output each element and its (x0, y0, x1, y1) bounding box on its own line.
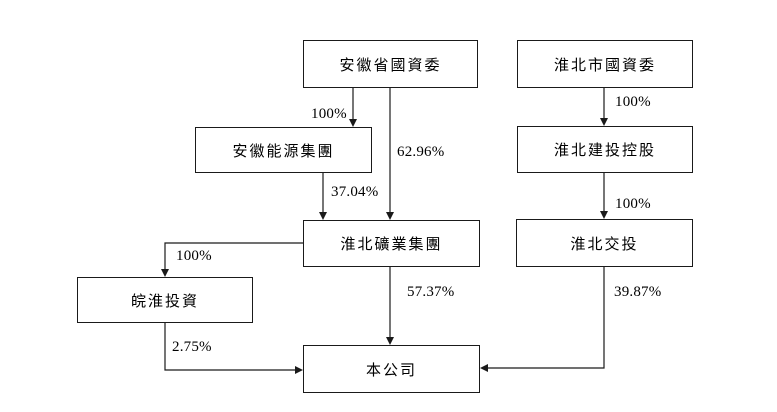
edge-label-anhui-energy-to-huaibei-mining: 37.04% (331, 184, 379, 200)
node-huaibei-jiaotou: 淮北交投 (516, 219, 693, 267)
edge-anhui-sasac-to-anhui-energy (349, 88, 357, 127)
edge-label-anhui-sasac-to-huaibei-mining: 62.96% (397, 144, 445, 160)
edge-label-huaibei-jiantou-to-huaibei-jiaotou: 100% (615, 196, 651, 212)
edge-label-anhui-sasac-to-anhui-energy: 100% (311, 106, 347, 122)
edge-anhui-sasac-to-huaibei-mining (386, 88, 394, 220)
edge-huaibei-mining-to-wanhuai (161, 242, 303, 277)
node-huaibei-jiantou-holding: 淮北建投控股 (517, 126, 693, 173)
edge-huaibei-sasac-to-huaibei-jiantou (600, 88, 608, 126)
node-anhui-energy-group: 安徽能源集團 (195, 127, 372, 173)
node-huaibei-mining-group: 淮北礦業集團 (303, 220, 480, 267)
edge-label-huaibei-mining-to-wanhuai: 100% (176, 248, 212, 264)
node-the-company: 本公司 (303, 345, 480, 393)
node-anhui-sasac: 安徽省國資委 (303, 40, 478, 88)
edge-label-huaibei-jiaotou-to-company: 39.87% (614, 284, 662, 300)
node-wanhuai-investment: 皖淮投資 (77, 277, 253, 323)
edge-label-huaibei-mining-to-company: 57.37% (407, 284, 455, 300)
edge-label-wanhuai-to-company: 2.75% (172, 339, 212, 355)
edge-huaibei-jiantou-to-huaibei-jiaotou (600, 173, 608, 219)
edge-anhui-energy-to-huaibei-mining (319, 173, 327, 220)
node-huaibei-sasac: 淮北市國資委 (517, 40, 693, 88)
edge-label-huaibei-sasac-to-huaibei-jiantou: 100% (615, 94, 651, 110)
edge-huaibei-mining-to-company (386, 267, 394, 345)
edge-huaibei-jiaotou-to-company (480, 267, 605, 372)
edge-wanhuai-to-company (164, 323, 303, 374)
